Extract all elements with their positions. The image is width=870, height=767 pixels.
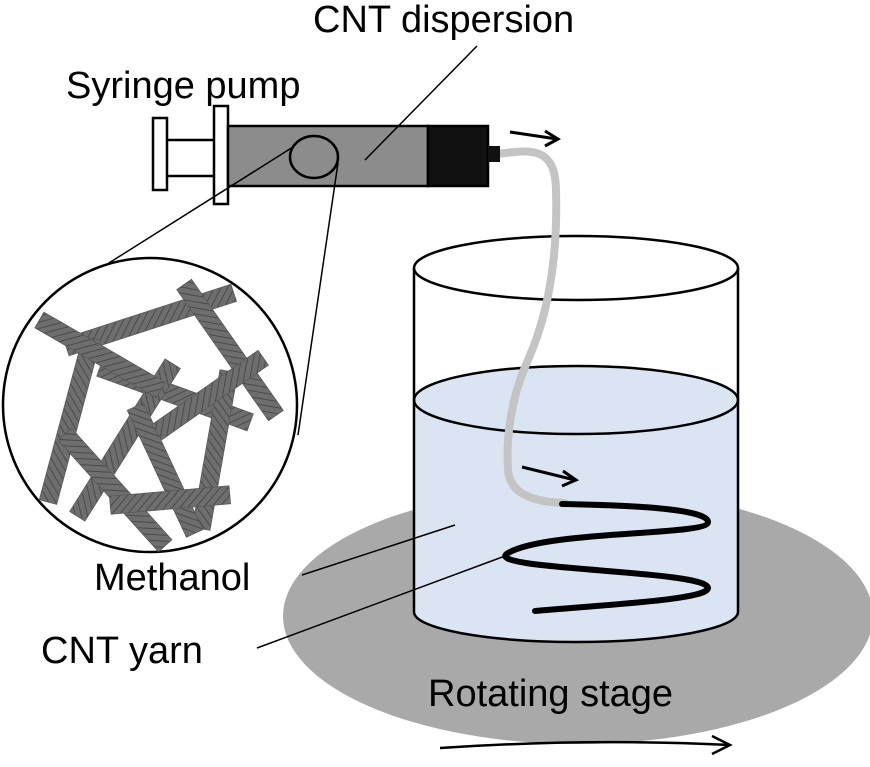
cnt-magnified-view (1, 256, 299, 554)
magnify-circle-small (288, 134, 340, 180)
syringe-barrel (226, 124, 430, 188)
beaker (412, 234, 740, 644)
cnt-rod (38, 335, 102, 505)
syringe-nozzle (488, 146, 500, 162)
cnt-rod (151, 349, 269, 441)
cnt-rod (176, 278, 284, 422)
label-syringe-pump: Syringe pump (66, 65, 300, 107)
cnt-rod (34, 311, 166, 399)
rotation-arrow (439, 734, 733, 756)
feed-tube (493, 147, 569, 507)
leader-cnt-dispersion (364, 45, 478, 161)
label-cnt-yarn: CNT yarn (41, 630, 203, 672)
methanol-surface (412, 364, 740, 436)
flow-arrow-inner (521, 465, 580, 488)
label-rotating-stage: Rotating stage (428, 673, 673, 715)
magnify-leader-2 (297, 162, 339, 436)
label-cnt-dispersion: CNT dispersion (313, 0, 574, 41)
leader-cnt-yarn (256, 555, 506, 649)
flow-arrow-top (509, 129, 562, 148)
label-methanol: Methanol (94, 557, 250, 599)
beaker-rim (412, 234, 740, 302)
syringe-tip-block (426, 124, 490, 188)
leader-methanol (301, 524, 456, 576)
cnt-rod (57, 427, 173, 552)
cnt-yarn (502, 501, 712, 614)
cnt-rod (109, 485, 231, 515)
magnify-leader-1 (73, 146, 294, 286)
plunger-thumb (151, 116, 169, 192)
syringe-pump (151, 104, 500, 206)
methanol-liquid (414, 400, 738, 642)
